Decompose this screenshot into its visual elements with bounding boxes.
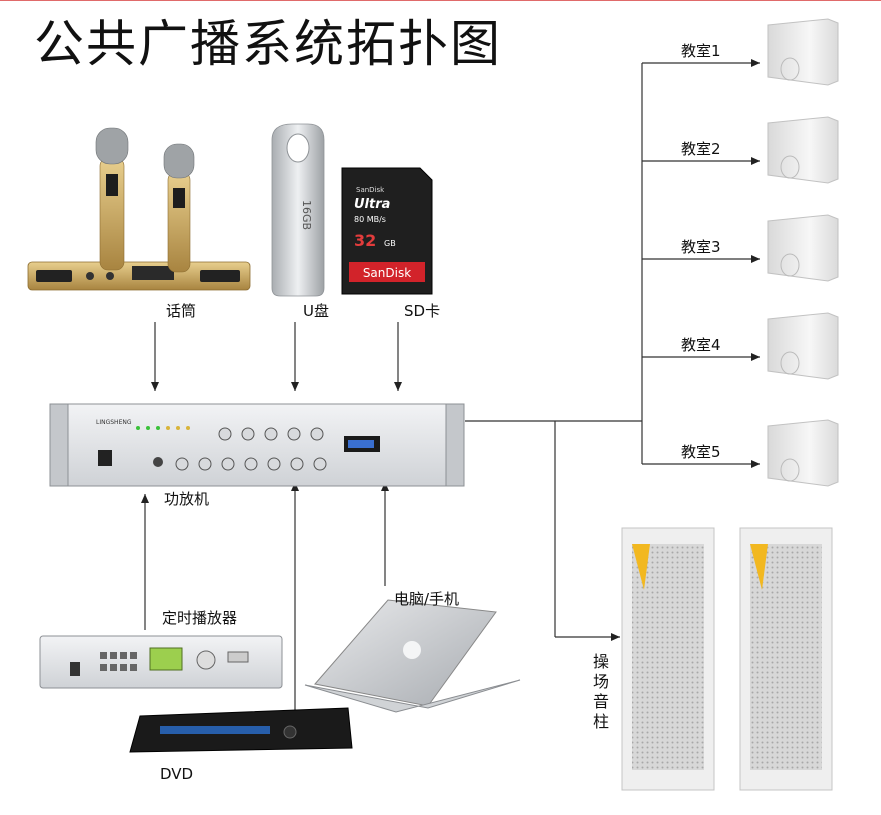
laptop-device [304,599,521,713]
timer-key [110,652,117,659]
microphone-system [27,127,251,291]
sd-label: SD卡 [404,302,441,320]
wall-speaker-cone [780,155,800,179]
column-speaker [621,527,715,791]
amp-knob [198,457,212,471]
wall-speaker [767,312,839,380]
timer-key [120,664,127,671]
timer-key [130,652,137,659]
amp-led [176,426,180,430]
amp-knob [221,457,235,471]
classroom-4-label: 教室4 [681,336,721,354]
timer-key [100,652,107,659]
amp-led [166,426,170,430]
column-speaker-accent [750,544,768,590]
wall-speaker-body [767,18,839,86]
mic-label: 话筒 [166,302,197,320]
wall-speaker-body [767,419,839,487]
svg-text:Ultra: Ultra [354,197,390,212]
timer-key [100,664,107,671]
amplifier-device: LINGSHENG [49,403,465,487]
amp-knob [241,427,255,441]
svg-text:80 MB/s: 80 MB/s [354,215,386,224]
amp-led [146,426,150,430]
timer-dial [196,650,216,670]
timer-key [120,652,127,659]
svg-text:LINGSHENG: LINGSHENG [96,419,132,426]
sd-card: SanDisk Ultra 80 MB/s 32 GB SanDisk [341,167,433,295]
wall-speaker [767,116,839,184]
timer-player [39,635,283,689]
usb-drive: 16GB [271,123,325,297]
usb-capacity-text: 16GB [300,200,313,230]
dvd-player [129,707,353,753]
wall-speaker-cone [780,458,800,482]
classroom-3-label: 教室3 [681,238,721,256]
playground-label: 操 场 音 柱 [592,652,609,731]
wall-speaker-cone [780,351,800,375]
timer-slot [227,651,249,663]
playground-column-speakers [621,527,833,791]
amp-knob [287,427,301,441]
amplifier-label: 功放机 [164,490,210,508]
svg-text:SanDisk: SanDisk [363,266,411,280]
wall-speaker-body [767,312,839,380]
svg-text:GB: GB [384,239,396,248]
amp-led [186,426,190,430]
classroom-speakers [767,18,839,487]
top-border-line [0,0,881,1]
pc-label: 电脑/手机 [394,590,460,608]
timer-key [110,664,117,671]
column-speaker-accent [632,544,650,590]
wall-speaker-body [767,116,839,184]
wall-speaker-cone [780,57,800,81]
page-title: 公共广播系统拓扑图 [34,15,502,73]
column-speaker [739,527,833,791]
amp-led [156,426,160,430]
timer-key [130,664,137,671]
amp-led [136,426,140,430]
amp-knob [313,457,327,471]
usb-label: U盘 [303,302,329,320]
amp-knob [218,427,232,441]
amp-knob [264,427,278,441]
amp-knob [290,457,304,471]
wall-speaker [767,18,839,86]
classroom-5-label: 教室5 [681,443,721,461]
amp-knob [175,457,189,471]
svg-text:32: 32 [354,231,376,250]
timer-label: 定时播放器 [162,609,238,627]
wall-speaker-cone [780,253,800,277]
amp-knob [244,457,258,471]
svg-text:SanDisk: SanDisk [356,186,385,194]
wall-speaker [767,214,839,282]
wall-speaker-body [767,214,839,282]
connection-lines [141,59,760,712]
amp-knob [310,427,324,441]
classroom-1-label: 教室1 [681,42,721,60]
amp-knob [267,457,281,471]
dvd-label: DVD [160,765,194,783]
wall-speaker [767,419,839,487]
classroom-2-label: 教室2 [681,140,721,158]
